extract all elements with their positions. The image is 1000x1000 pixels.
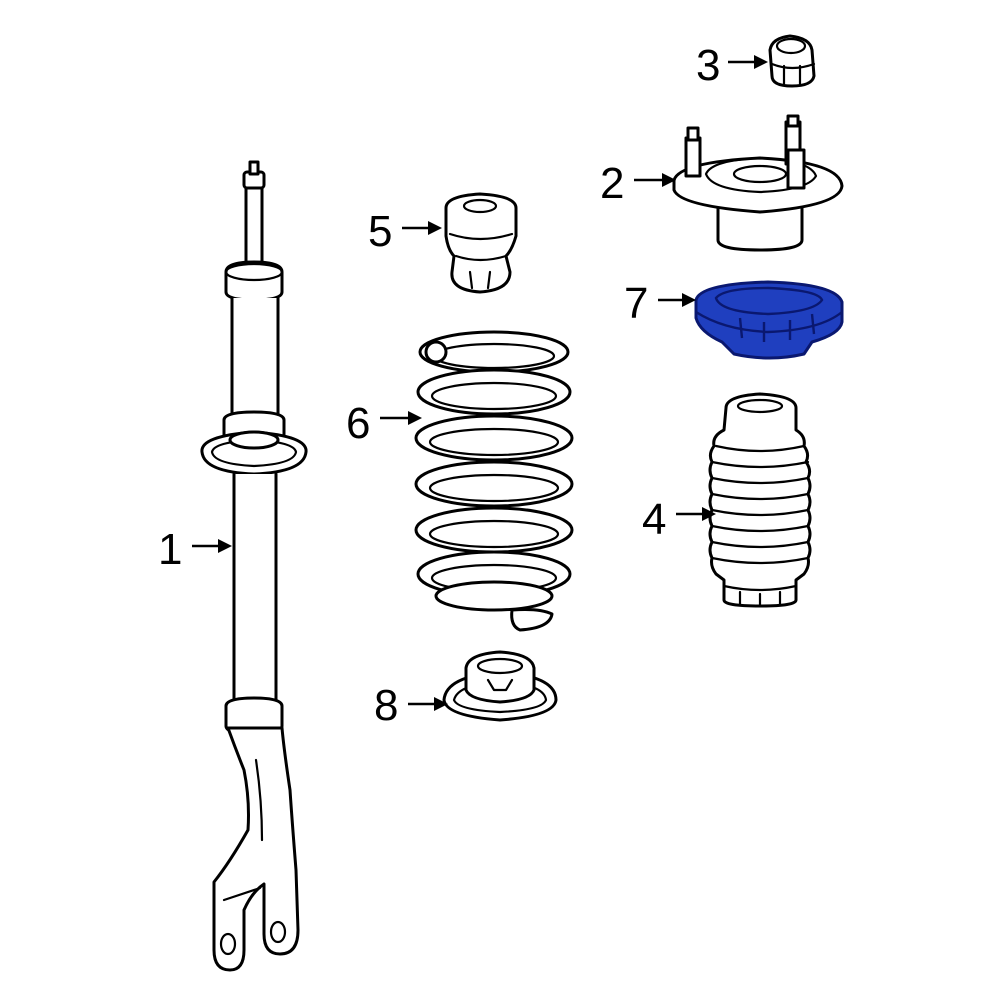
callout-label-3: 3 (696, 41, 720, 90)
callout-label-7: 7 (624, 279, 648, 328)
callout-label-2: 2 (600, 159, 624, 208)
upper-mount[interactable] (672, 114, 844, 252)
upper-spring-seat[interactable] (694, 280, 844, 360)
callout-7: 7 (624, 279, 696, 328)
callout-label-6: 6 (346, 399, 370, 448)
callout-6: 6 (346, 399, 422, 448)
callout-label-1: 1 (158, 525, 182, 574)
callout-8: 8 (374, 681, 448, 730)
callout-5: 5 (368, 207, 442, 256)
callout-1: 1 (158, 525, 232, 574)
coil-spring[interactable] (414, 330, 574, 632)
strut-assembly[interactable] (200, 160, 308, 972)
dust-boot[interactable] (708, 392, 812, 608)
callout-2: 2 (600, 159, 676, 208)
callout-label-4: 4 (642, 495, 666, 544)
callout-label-5: 5 (368, 207, 392, 256)
nut[interactable] (768, 34, 816, 88)
callout-3: 3 (696, 41, 768, 90)
lower-spring-seat[interactable] (442, 650, 558, 722)
bump-stop[interactable] (444, 192, 518, 294)
callout-4: 4 (642, 495, 716, 544)
callout-label-8: 8 (374, 681, 398, 730)
